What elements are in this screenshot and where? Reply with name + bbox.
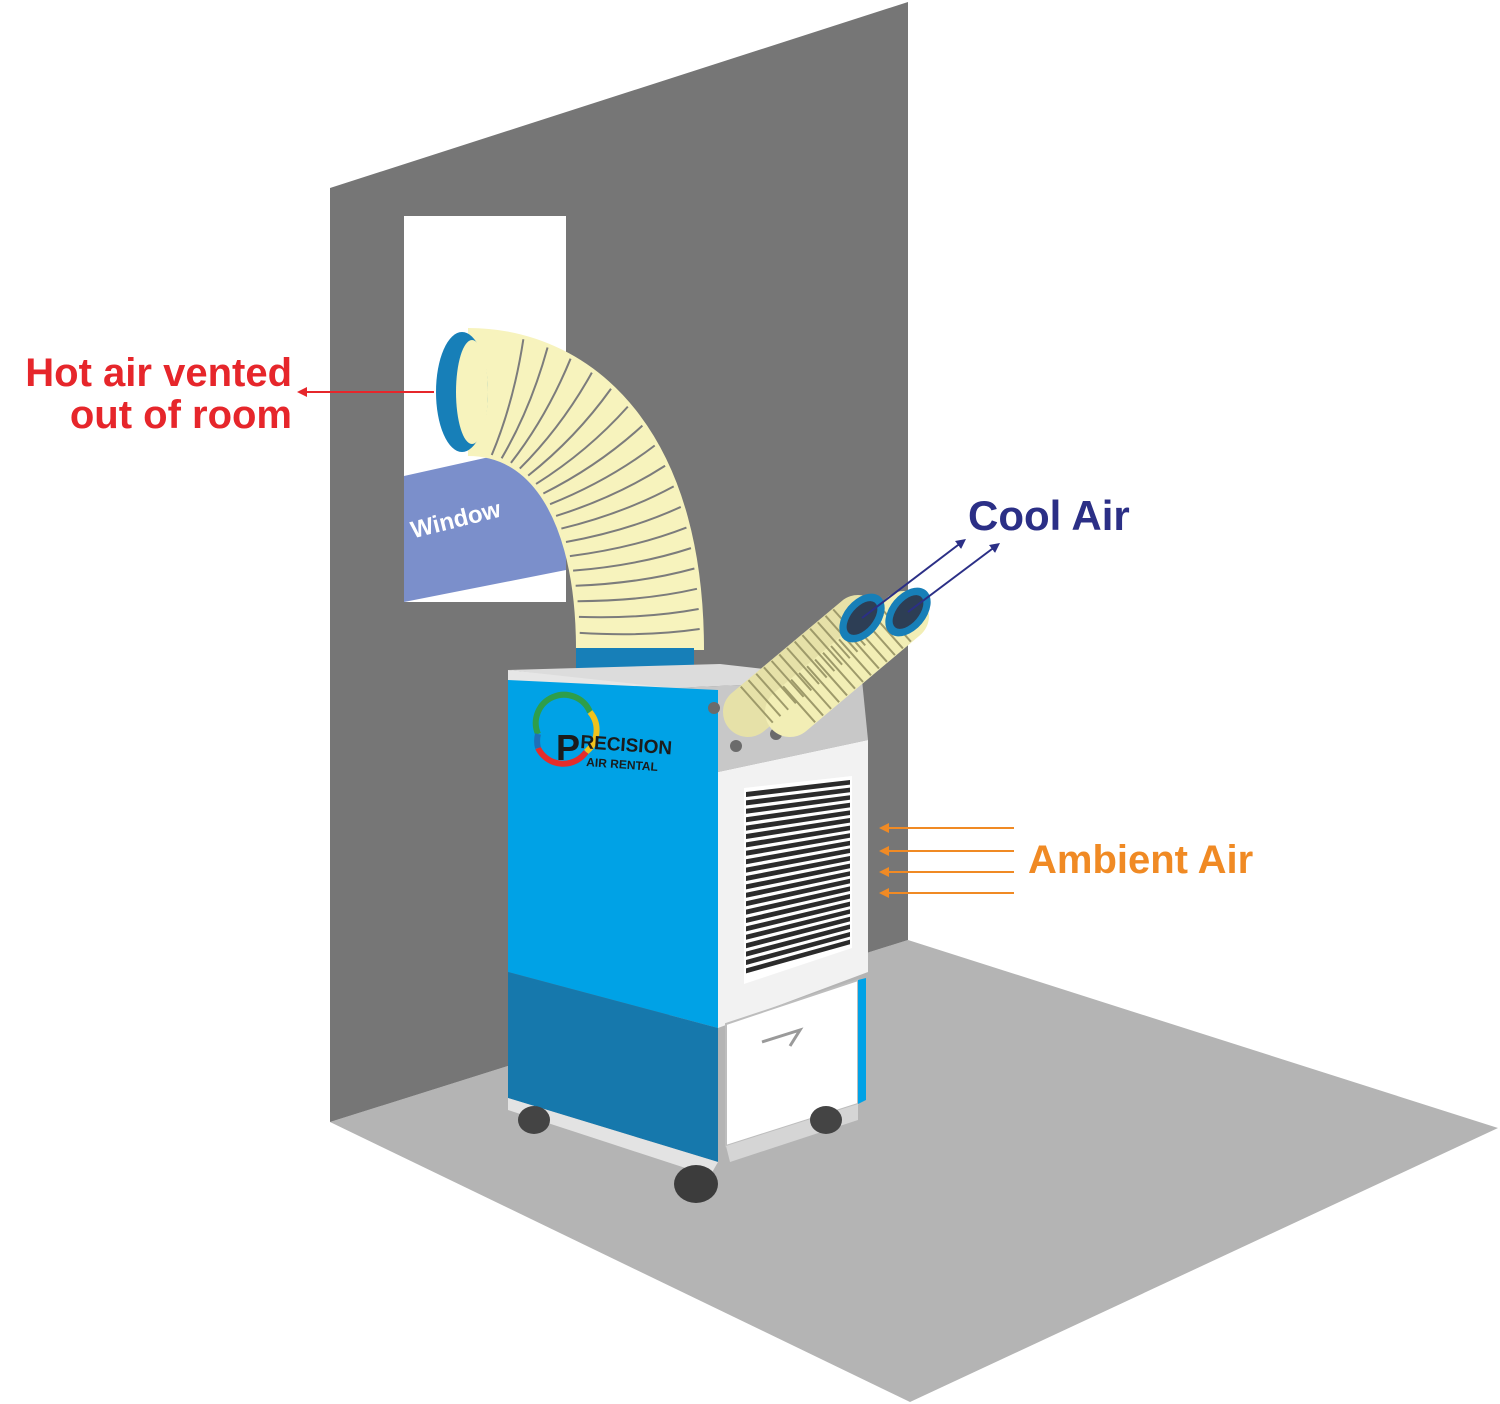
hose-rib <box>561 485 675 530</box>
hose-rib <box>575 567 695 587</box>
duct-rib <box>809 628 843 666</box>
hose-rib <box>549 444 656 506</box>
window-pane <box>404 440 566 602</box>
duct-rib <box>798 672 832 710</box>
hose-rib <box>573 547 692 572</box>
ambient-air-label: Ambient Air <box>1028 838 1254 882</box>
hose-rib <box>535 405 629 485</box>
duct-rib <box>806 665 840 703</box>
hose-rib <box>500 347 549 459</box>
grille-slat <box>746 878 850 907</box>
hot-air-label: Hot air vented out of room <box>0 352 292 436</box>
ambient-arrows <box>879 823 1014 898</box>
grille-slat <box>746 848 850 873</box>
hot-air-label-line-2: out of room <box>69 393 292 437</box>
grille-slat <box>746 780 850 797</box>
duct-rib <box>778 653 813 692</box>
hose-rib <box>519 372 593 470</box>
duct-rib <box>793 640 828 679</box>
grille-slat <box>746 810 850 831</box>
grille-slat <box>746 886 850 915</box>
hose-rib <box>555 464 666 517</box>
duct-rib <box>822 652 856 690</box>
precision-air-rental-logo: P RECISION AIR RENTAL <box>532 691 673 774</box>
duct-rib <box>801 634 836 672</box>
hose-rib <box>578 607 699 619</box>
grille-slat <box>746 795 850 814</box>
grille-slat <box>746 825 850 848</box>
grille-slat <box>746 939 850 974</box>
grille-slat <box>746 916 850 949</box>
air-grille <box>744 776 852 984</box>
duct-rib <box>786 647 820 685</box>
duct-rib <box>790 678 824 717</box>
hot-air-label-line-1: Hot air vented <box>25 351 292 395</box>
grille-slat <box>746 818 850 839</box>
grille-slat <box>746 787 850 806</box>
exhaust-hose <box>436 328 704 670</box>
hose-rib <box>490 339 525 456</box>
duct-rib <box>763 666 797 704</box>
grille-slat <box>746 932 850 965</box>
duct-rib <box>838 638 872 676</box>
hose-rib <box>579 628 700 636</box>
cool-air-label: Cool Air <box>968 492 1130 539</box>
grille-slat <box>746 909 850 940</box>
duct-rib <box>770 660 805 698</box>
hose-rib <box>577 587 698 603</box>
logo-initial: P <box>556 727 580 768</box>
logo-subline: AIR RENTAL <box>586 755 659 774</box>
unit-front-base <box>508 972 718 1162</box>
grille-slat <box>746 871 850 898</box>
duct-rib <box>747 679 782 717</box>
grille-slat <box>746 856 850 881</box>
duct-rib <box>740 685 774 724</box>
casters <box>518 1106 842 1203</box>
up-right-arrow-icon <box>861 538 1000 619</box>
hose-rib <box>565 506 682 543</box>
grille-slat <box>746 802 850 823</box>
grille-slat <box>746 840 850 865</box>
grille-slat <box>746 833 850 856</box>
ac-unit <box>508 664 868 1203</box>
unit-front-panel <box>508 680 718 1028</box>
duct-rib <box>817 621 851 659</box>
logo-swirl-icon <box>532 691 600 767</box>
duct-rib <box>830 645 864 683</box>
grille-slat <box>746 863 850 890</box>
hose-rib <box>569 526 687 558</box>
hose-rib <box>542 424 644 495</box>
cool-air-ducts <box>723 587 931 737</box>
grille-slat <box>746 901 850 932</box>
hose-rib <box>510 358 572 464</box>
duct-rib <box>755 673 789 711</box>
duct-rib <box>782 685 816 723</box>
grille-slat <box>746 924 850 957</box>
duct-rib <box>814 658 848 697</box>
hose-rib <box>527 388 612 477</box>
grille-slat <box>746 894 850 923</box>
